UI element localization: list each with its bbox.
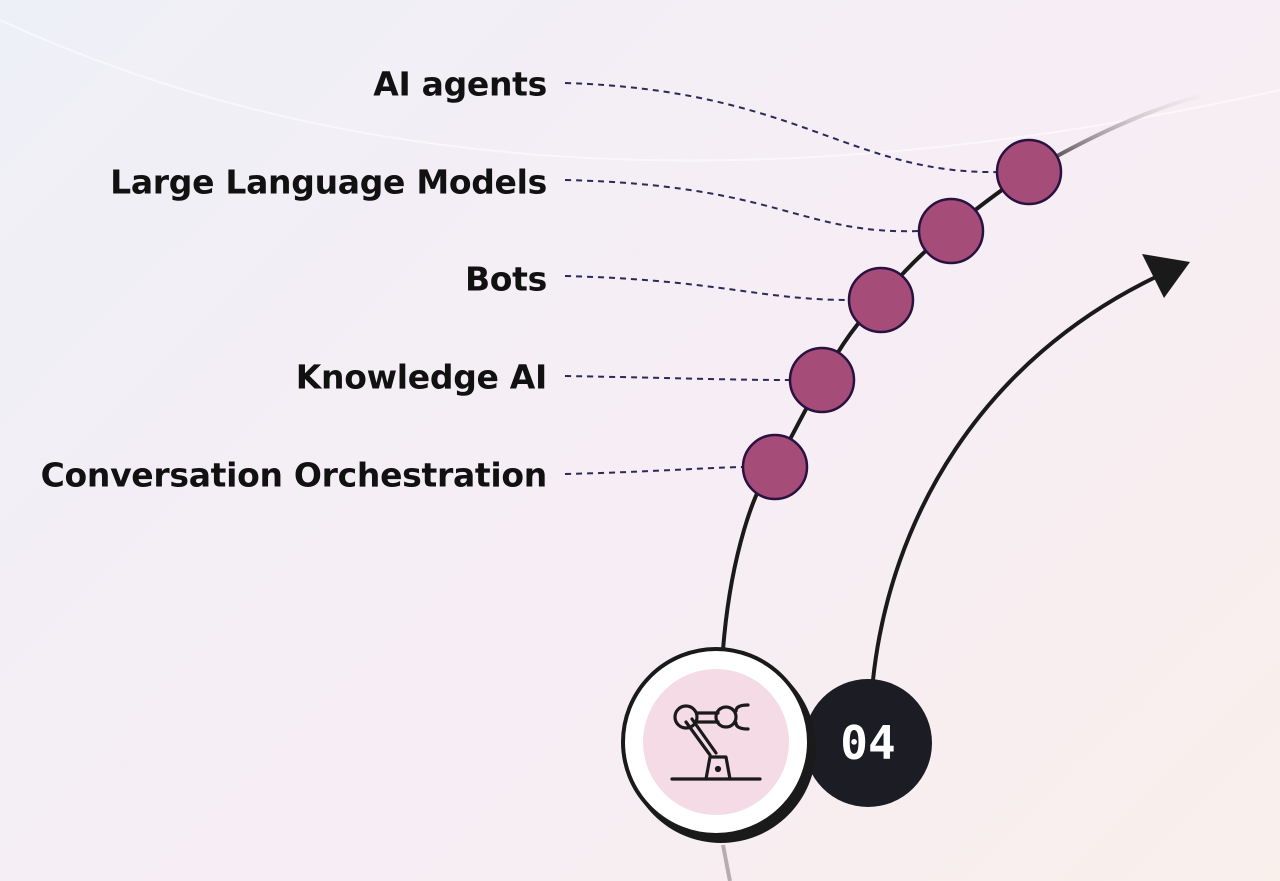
bottom-curve-fade [721,844,732,881]
icon-badge-inner [643,669,789,815]
robot-arm-icon [670,703,762,781]
connector-bots [564,275,851,301]
connector-knowledge-ai [564,375,791,381]
node-bots [847,266,915,334]
arrow-head [1142,254,1190,298]
connector-llm [564,179,921,233]
label-conversation-orchestration: Conversation Orchestration [40,455,548,495]
label-bots: Bots [464,259,547,299]
node-knowledge-ai [788,346,856,414]
label-ai-agents: AI agents [373,64,547,104]
label-large-language-models: Large Language Models [110,162,547,202]
icon-badge [621,647,811,837]
background-arc [0,19,1280,162]
step-number: 04 [840,716,896,770]
label-knowledge-ai: Knowledge AI [295,357,548,397]
step-number-badge: 04 [804,679,932,807]
connector-ai-agents [564,82,1001,174]
progress-arrow-curve [871,273,1161,681]
node-llm [917,197,985,265]
connector-conversation [564,466,743,475]
node-ai-agents [995,138,1063,206]
node-conversation [741,433,809,501]
